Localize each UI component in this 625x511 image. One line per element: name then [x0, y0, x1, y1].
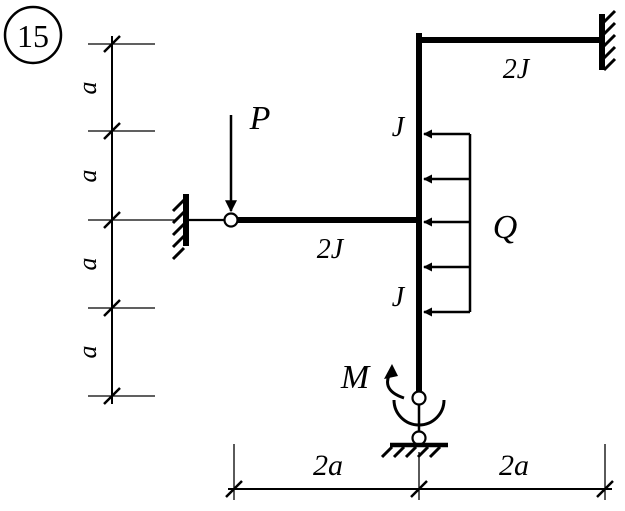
load-label-m: M	[340, 359, 371, 396]
dim-label-a-4: a	[73, 346, 102, 359]
stiffness-label-left-beam: 2J	[317, 234, 345, 265]
vertical-dimension-chain: a a a a	[73, 35, 175, 405]
stiffness-label-top-beam: 2J	[503, 54, 531, 85]
hinge-top	[411, 390, 427, 406]
stiffness-label-upper-column: J	[392, 112, 406, 143]
dim-label-a-3: a	[73, 258, 102, 271]
dim-label-2a-right: 2a	[499, 449, 529, 482]
horizontal-dimension-chain: 2a 2a	[225, 444, 614, 500]
dim-label-2a-left: 2a	[313, 449, 343, 482]
hinge-left	[223, 212, 239, 228]
stiffness-label-lower-column: J	[392, 282, 406, 313]
problem-number-badge: 15	[3, 5, 63, 65]
frame-members	[237, 33, 602, 399]
bottom-support	[380, 390, 448, 459]
right-fixed-support	[599, 9, 617, 72]
point-load-p: P	[225, 100, 271, 213]
load-label-p: P	[249, 100, 271, 137]
hinge-bottom	[411, 430, 427, 446]
problem-number: 15	[17, 18, 49, 54]
dim-label-a-2: a	[73, 170, 102, 183]
moment-m: M	[340, 359, 405, 400]
load-label-q: Q	[493, 209, 518, 246]
dim-label-a-1: a	[73, 82, 102, 95]
left-pinned-support	[171, 194, 239, 261]
distributed-load-q: Q	[423, 129, 518, 317]
